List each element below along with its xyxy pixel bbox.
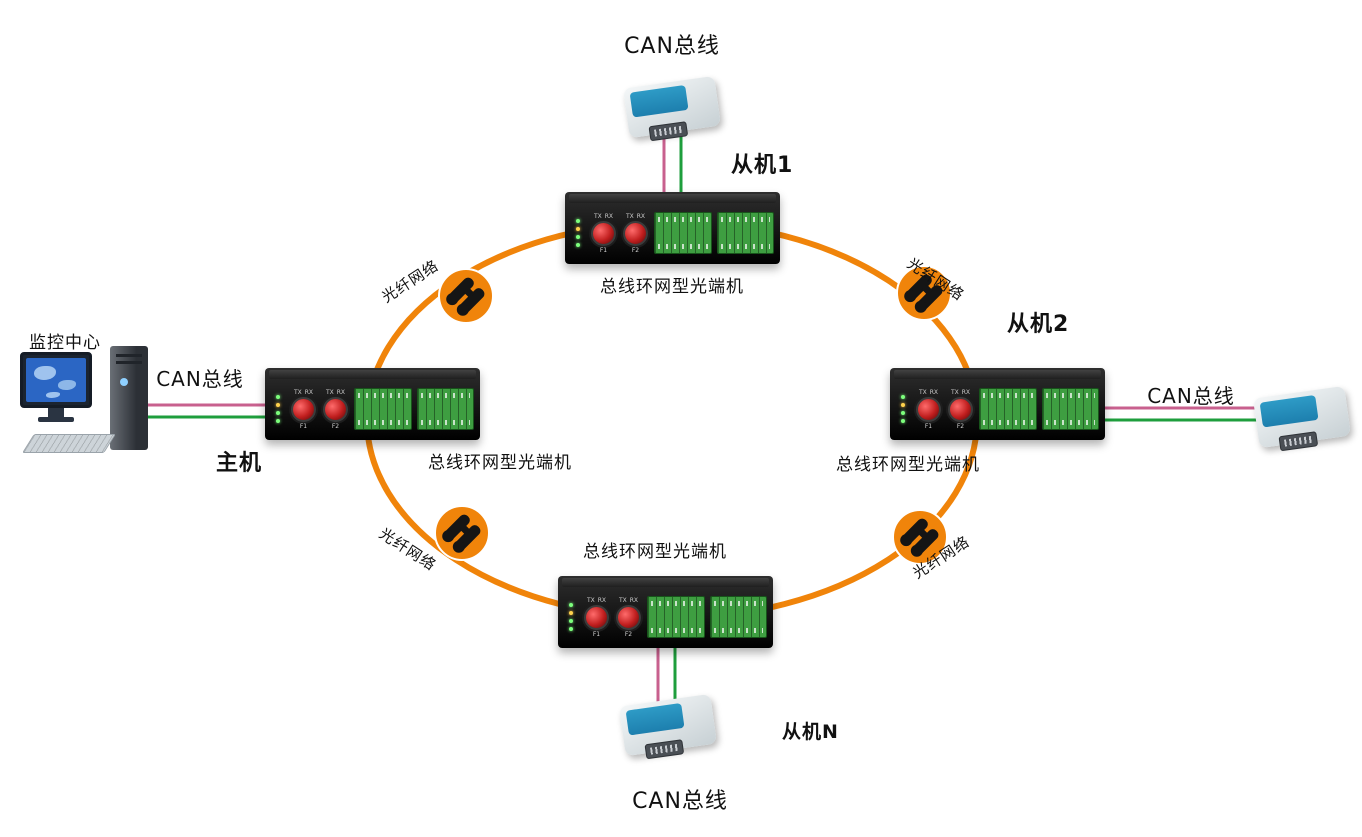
fiber-connector-icon: [291, 396, 316, 422]
fiber-connector-icon: [591, 220, 616, 246]
rx-label: RX: [636, 212, 646, 220]
monitoring-center-label: 监控中心: [29, 333, 101, 353]
slave1-label: 从机1: [731, 153, 794, 178]
tx-label: TX: [950, 388, 959, 396]
fiber-connector-icon: [616, 604, 641, 630]
f1-label: F1: [592, 630, 601, 638]
tx-label: TX: [593, 212, 602, 220]
rx-label: RX: [597, 596, 607, 604]
rx-label: RX: [304, 388, 314, 396]
terminal-block: [654, 212, 712, 254]
optical-terminal-label-bottom: 总线环网型光端机: [583, 542, 727, 562]
can-bus-label-left: CAN总线: [156, 367, 244, 391]
can-bus-label-top: CAN总线: [624, 34, 720, 59]
fiber-connector-icon: [948, 396, 973, 422]
f2-label: F2: [331, 422, 340, 430]
optical-terminal-label-master: 总线环网型光端机: [428, 453, 572, 473]
f1-label: F1: [599, 246, 608, 254]
converter-label-panel: [625, 702, 685, 736]
converter-label-panel: [629, 84, 689, 118]
optical-terminal-label-slave2: 总线环网型光端机: [836, 455, 980, 475]
fiber-connector-icon: [623, 220, 648, 246]
status-leds: [271, 395, 285, 423]
terminal-block: [354, 388, 412, 430]
fiber-link-icon-lower-left: [434, 505, 490, 561]
converter-label-panel: [1259, 394, 1319, 428]
rx-label: RX: [629, 596, 639, 604]
status-leds: [896, 395, 910, 423]
monitoring-computer: [20, 346, 148, 461]
rx-label: RX: [961, 388, 971, 396]
computer-tower: [110, 346, 148, 450]
monitor-screen: [26, 358, 86, 402]
monitor: [20, 352, 92, 408]
f2-label: F2: [956, 422, 965, 430]
tx-label: TX: [325, 388, 334, 396]
terminal-block: [416, 388, 474, 430]
device-lid: [569, 194, 776, 203]
tx-label: TX: [586, 596, 595, 604]
fiber-connector-icon: [916, 396, 941, 422]
fiber-connector-icon: [584, 604, 609, 630]
tx-label: TX: [293, 388, 302, 396]
can-bus-label-bottom: CAN总线: [632, 789, 728, 814]
terminal-block: [979, 388, 1037, 430]
device-lid: [894, 370, 1101, 379]
device-lid: [562, 578, 769, 587]
monitor-stand: [48, 408, 64, 417]
terminal-block: [716, 212, 774, 254]
tx-label: TX: [618, 596, 627, 604]
fiber-link-icon-upper-left: [438, 268, 494, 324]
status-leds: [564, 603, 578, 631]
optical-terminal-label-top: 总线环网型光端机: [600, 277, 744, 297]
monitor-stand-base: [38, 417, 74, 422]
fiber-connector-icon: [323, 396, 348, 422]
rx-label: RX: [929, 388, 939, 396]
f1-label: F1: [299, 422, 308, 430]
slave2-label: 从机2: [1007, 312, 1070, 337]
terminal-block: [1041, 388, 1099, 430]
f2-label: F2: [631, 246, 640, 254]
keyboard: [22, 434, 116, 453]
can-bus-label-right: CAN总线: [1147, 384, 1235, 408]
rx-label: RX: [336, 388, 346, 396]
tx-label: TX: [918, 388, 927, 396]
master-label: 主机: [216, 451, 263, 476]
tx-label: TX: [625, 212, 634, 220]
rx-label: RX: [604, 212, 614, 220]
f1-label: F1: [924, 422, 933, 430]
slave-n-label: 从机N: [782, 721, 839, 743]
device-lid: [269, 370, 476, 379]
terminal-block: [709, 596, 767, 638]
terminal-block: [647, 596, 705, 638]
f2-label: F2: [624, 630, 633, 638]
status-leds: [571, 219, 585, 247]
